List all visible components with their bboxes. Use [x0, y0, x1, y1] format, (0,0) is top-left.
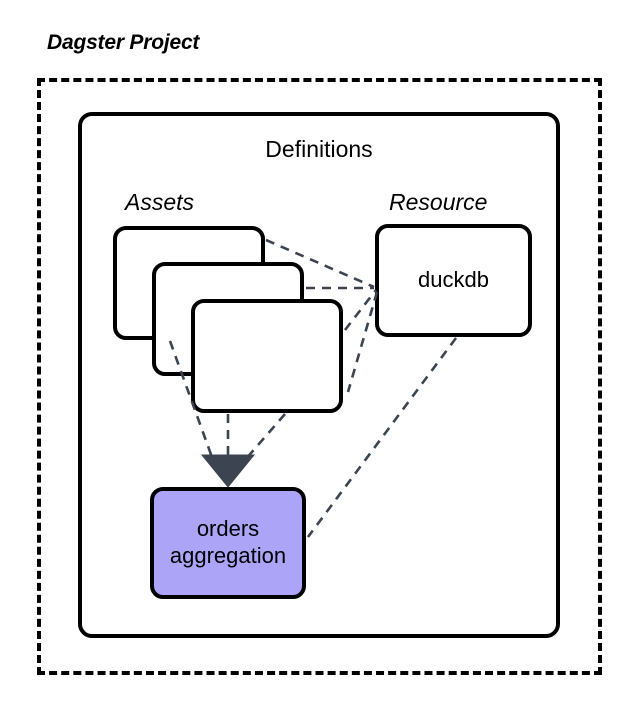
asset-node-label: orders aggregation	[170, 516, 286, 570]
asset-node-label-line-2: aggregation	[169, 543, 287, 568]
asset-node-label-line-1: orders	[196, 516, 260, 542]
asset-card-front[interactable]	[191, 299, 343, 413]
project-title: Dagster Project	[47, 31, 200, 54]
resource-node-duckdb[interactable]: duckdb	[375, 224, 532, 337]
group-label-assets: Assets	[125, 189, 195, 215]
project-frame	[37, 78, 602, 675]
asset-node-orders-aggregation[interactable]: orders aggregation	[150, 487, 306, 599]
definitions-title: Definitions	[265, 136, 373, 162]
resource-node-label: duckdb	[418, 267, 489, 293]
group-label-resource: Resource	[389, 189, 488, 215]
